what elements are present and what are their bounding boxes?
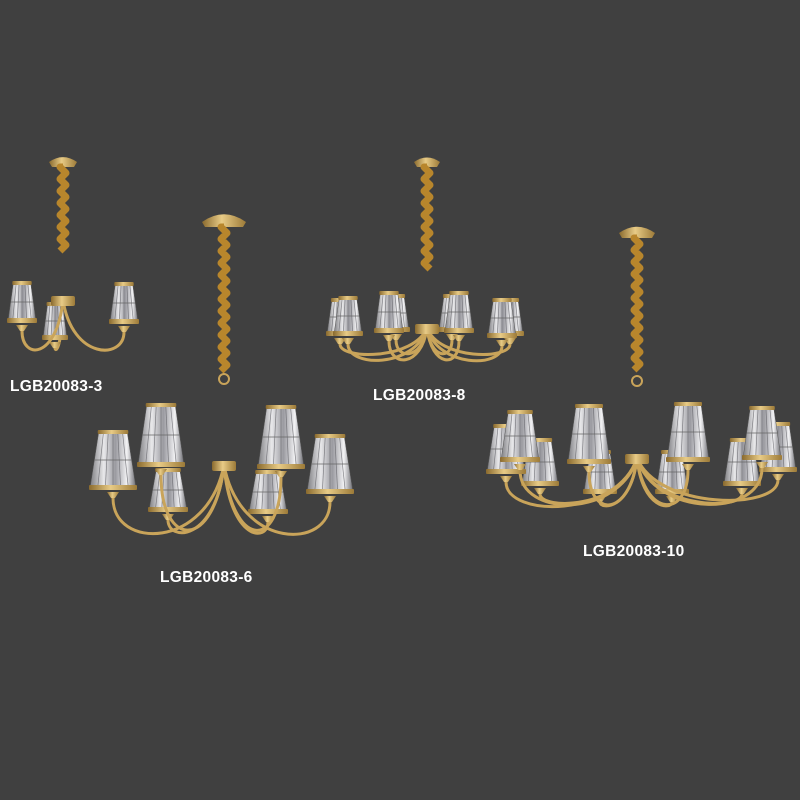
shade-rim-bottom — [137, 462, 185, 467]
arm — [635, 457, 764, 506]
candle-cup — [107, 492, 119, 498]
candle-cup — [453, 335, 465, 341]
shade-rim-bottom — [306, 489, 354, 494]
candle-cup — [383, 335, 395, 341]
arm — [635, 457, 780, 502]
canopy — [414, 157, 440, 167]
shade-rim-bottom — [374, 328, 404, 333]
chandelier-lgb20083-3 — [7, 157, 139, 352]
model-label-10: LGB20083-10 — [583, 543, 685, 560]
hanging-ring — [631, 375, 643, 387]
shade-rim-top — [507, 410, 533, 414]
arm — [222, 464, 332, 536]
shade-rim-bottom — [444, 328, 474, 333]
canopy — [49, 157, 77, 167]
shade-rim-top — [12, 281, 32, 285]
shade-rim-bottom — [89, 485, 137, 490]
arm — [518, 457, 639, 507]
hub — [51, 296, 75, 306]
arm — [346, 327, 429, 362]
arm — [338, 327, 429, 357]
shade-rim-bottom — [567, 459, 611, 464]
shade-rim-bottom — [521, 481, 559, 486]
hanging-ring — [218, 373, 230, 385]
shade-rim-bottom — [723, 481, 761, 486]
shade-rim-bottom — [333, 331, 363, 336]
candle-cup — [504, 338, 516, 344]
cord-cover — [420, 163, 434, 272]
candle-cup — [756, 462, 768, 468]
shade-rim-bottom — [666, 457, 710, 462]
shade-rim-bottom — [257, 464, 305, 469]
shade-rim-top — [97, 430, 129, 434]
model-label-3: LGB20083-3 — [10, 378, 103, 395]
shade-rim-bottom — [487, 333, 517, 338]
shade-rim-top — [379, 291, 399, 295]
candle-cup — [118, 326, 130, 332]
candle-cup — [275, 471, 287, 477]
shade-rim-bottom — [486, 469, 526, 474]
shade-rim-bottom — [500, 457, 540, 462]
chandelier-lgb20083-8 — [326, 157, 524, 363]
shade-rim-top — [114, 282, 134, 286]
arm — [587, 457, 639, 507]
arm — [425, 327, 504, 363]
shade-rim-top — [574, 404, 604, 408]
shade-rim-top — [449, 291, 469, 295]
canopy — [202, 214, 246, 227]
candle-cup — [772, 474, 784, 480]
arm — [222, 464, 283, 532]
arm — [111, 464, 226, 536]
shade-rim-top — [265, 405, 297, 409]
candle-cup — [496, 340, 508, 346]
shade-rim-bottom — [109, 319, 139, 324]
chandelier-lgb20083-6 — [89, 214, 354, 536]
shade-rim-top — [749, 406, 775, 410]
arm — [425, 327, 461, 362]
arm — [61, 299, 126, 352]
shade-rim-bottom — [759, 467, 797, 472]
shade-rim-top — [338, 296, 358, 300]
candle-cup — [342, 338, 354, 344]
shade-rim-top — [145, 403, 177, 407]
canopy — [619, 226, 655, 238]
hub — [212, 461, 236, 471]
candle-cup — [324, 496, 336, 502]
candle-cup — [500, 476, 512, 482]
arm — [387, 327, 429, 362]
hub — [415, 324, 439, 334]
candle-cup — [49, 342, 61, 348]
chandelier-lgb20083-10 — [486, 226, 797, 508]
candle-cup — [155, 469, 167, 475]
arm — [635, 457, 690, 507]
arm — [159, 464, 226, 532]
cord-cover — [56, 163, 70, 254]
shade-rim-bottom — [148, 507, 188, 512]
shade-rim-top — [314, 434, 346, 438]
cord-cover — [630, 234, 644, 373]
candle-cup — [514, 464, 526, 470]
hub — [625, 454, 649, 464]
cord-cover — [217, 223, 231, 374]
candle-cup — [534, 488, 546, 494]
shade-rim-bottom — [742, 455, 782, 460]
arm — [20, 299, 65, 352]
arm — [425, 327, 512, 356]
shade-rim-top — [255, 470, 281, 474]
model-label-8: LGB20083-8 — [373, 387, 466, 404]
shade-rim-top — [673, 402, 703, 406]
shade-rim-bottom — [248, 509, 288, 514]
candle-cup — [736, 488, 748, 494]
model-label-6: LGB20083-6 — [160, 569, 253, 586]
candle-cup — [16, 325, 28, 331]
candle-cup — [682, 464, 694, 470]
shade-rim-bottom — [7, 318, 37, 323]
shade-rim-top — [492, 298, 512, 302]
candle-cup — [583, 466, 595, 472]
shade-rim-bottom — [42, 335, 68, 340]
